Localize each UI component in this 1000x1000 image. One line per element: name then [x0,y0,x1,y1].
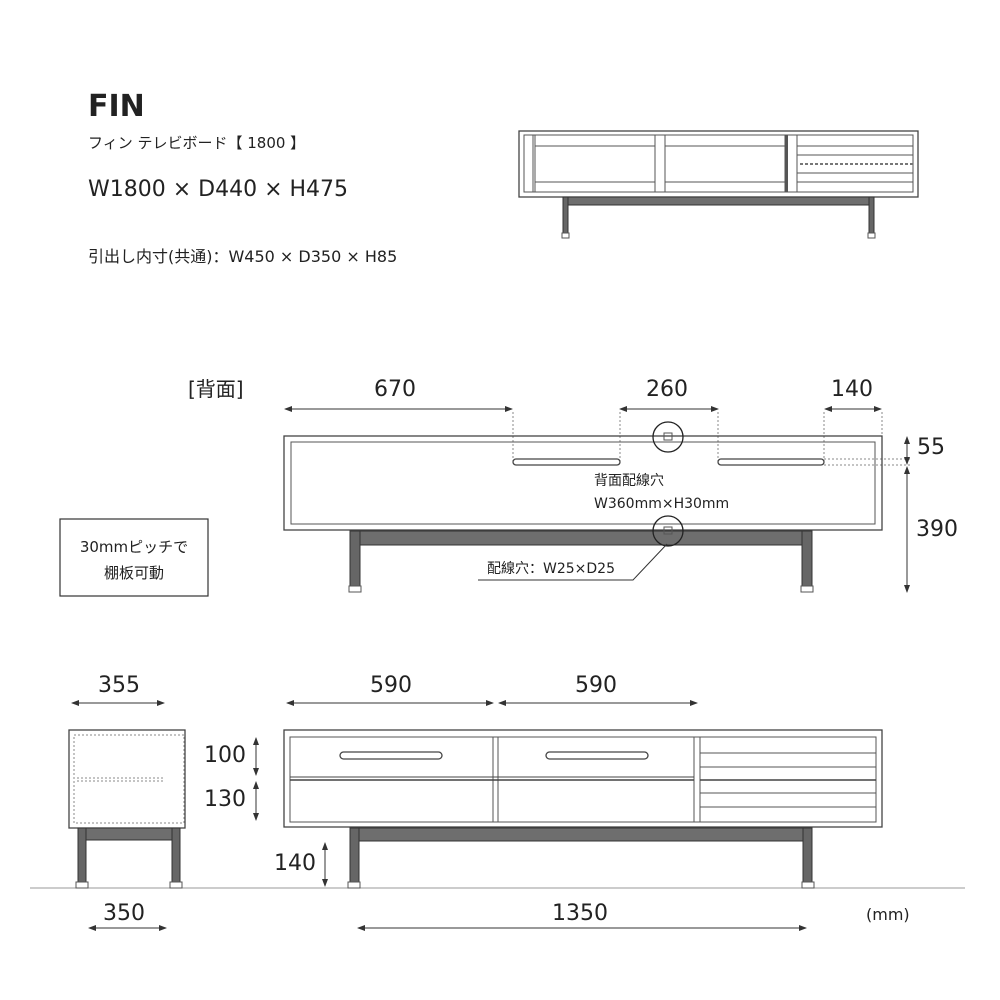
dim-back-center: 260 [646,377,688,402]
back-view-label: [背面] [188,377,244,401]
dim-front-drawer-right: 590 [575,673,617,698]
cable-hole-label: 配線穴：W25×D25 [487,561,615,577]
drawer-inner-dimensions: 引出し内寸(共通)：W450 × D350 × H85 [88,247,397,266]
dim-back-left: 670 [374,377,416,402]
wiring-slot [717,458,825,466]
dim-drawer-upper: 100 [204,743,246,768]
dim-front-leg-span: 1350 [552,901,608,926]
unit-label: (mm) [866,905,910,924]
product-subtitle: フィン テレビボード【 1800 】 [88,134,305,152]
front-view [283,729,883,889]
dim-leg-height: 140 [274,851,316,876]
dim-back-right: 140 [831,377,873,402]
wiring-hole-size: W360mm×H30mm [594,496,729,512]
dim-back-height: 390 [916,517,958,542]
side-view [68,729,186,889]
product-dimensions: W1800 × D440 × H475 [88,177,348,202]
shelf-note-line1: 30mmピッチで [80,538,188,556]
shelf-note-box [59,518,209,597]
leader-line [478,543,668,581]
product-title: FIN [88,89,145,124]
drawer-handle [545,751,649,760]
dim-drawer-lower: 130 [204,787,246,812]
dim-front-drawer-left: 590 [370,673,412,698]
drawer-handle [339,751,443,760]
wiring-hole-title: 背面配線穴 [594,473,664,489]
wiring-slot [512,458,621,466]
dim-side-leg-span: 350 [103,901,145,926]
dim-back-top: 55 [917,435,945,460]
shelf-note-line2: 棚板可動 [104,564,164,582]
cable-hole-circle [652,421,684,453]
dim-side-width: 355 [98,673,140,698]
thumbnail-front-view [518,130,919,239]
cable-hole-circle [652,515,684,547]
back-view [283,421,883,593]
